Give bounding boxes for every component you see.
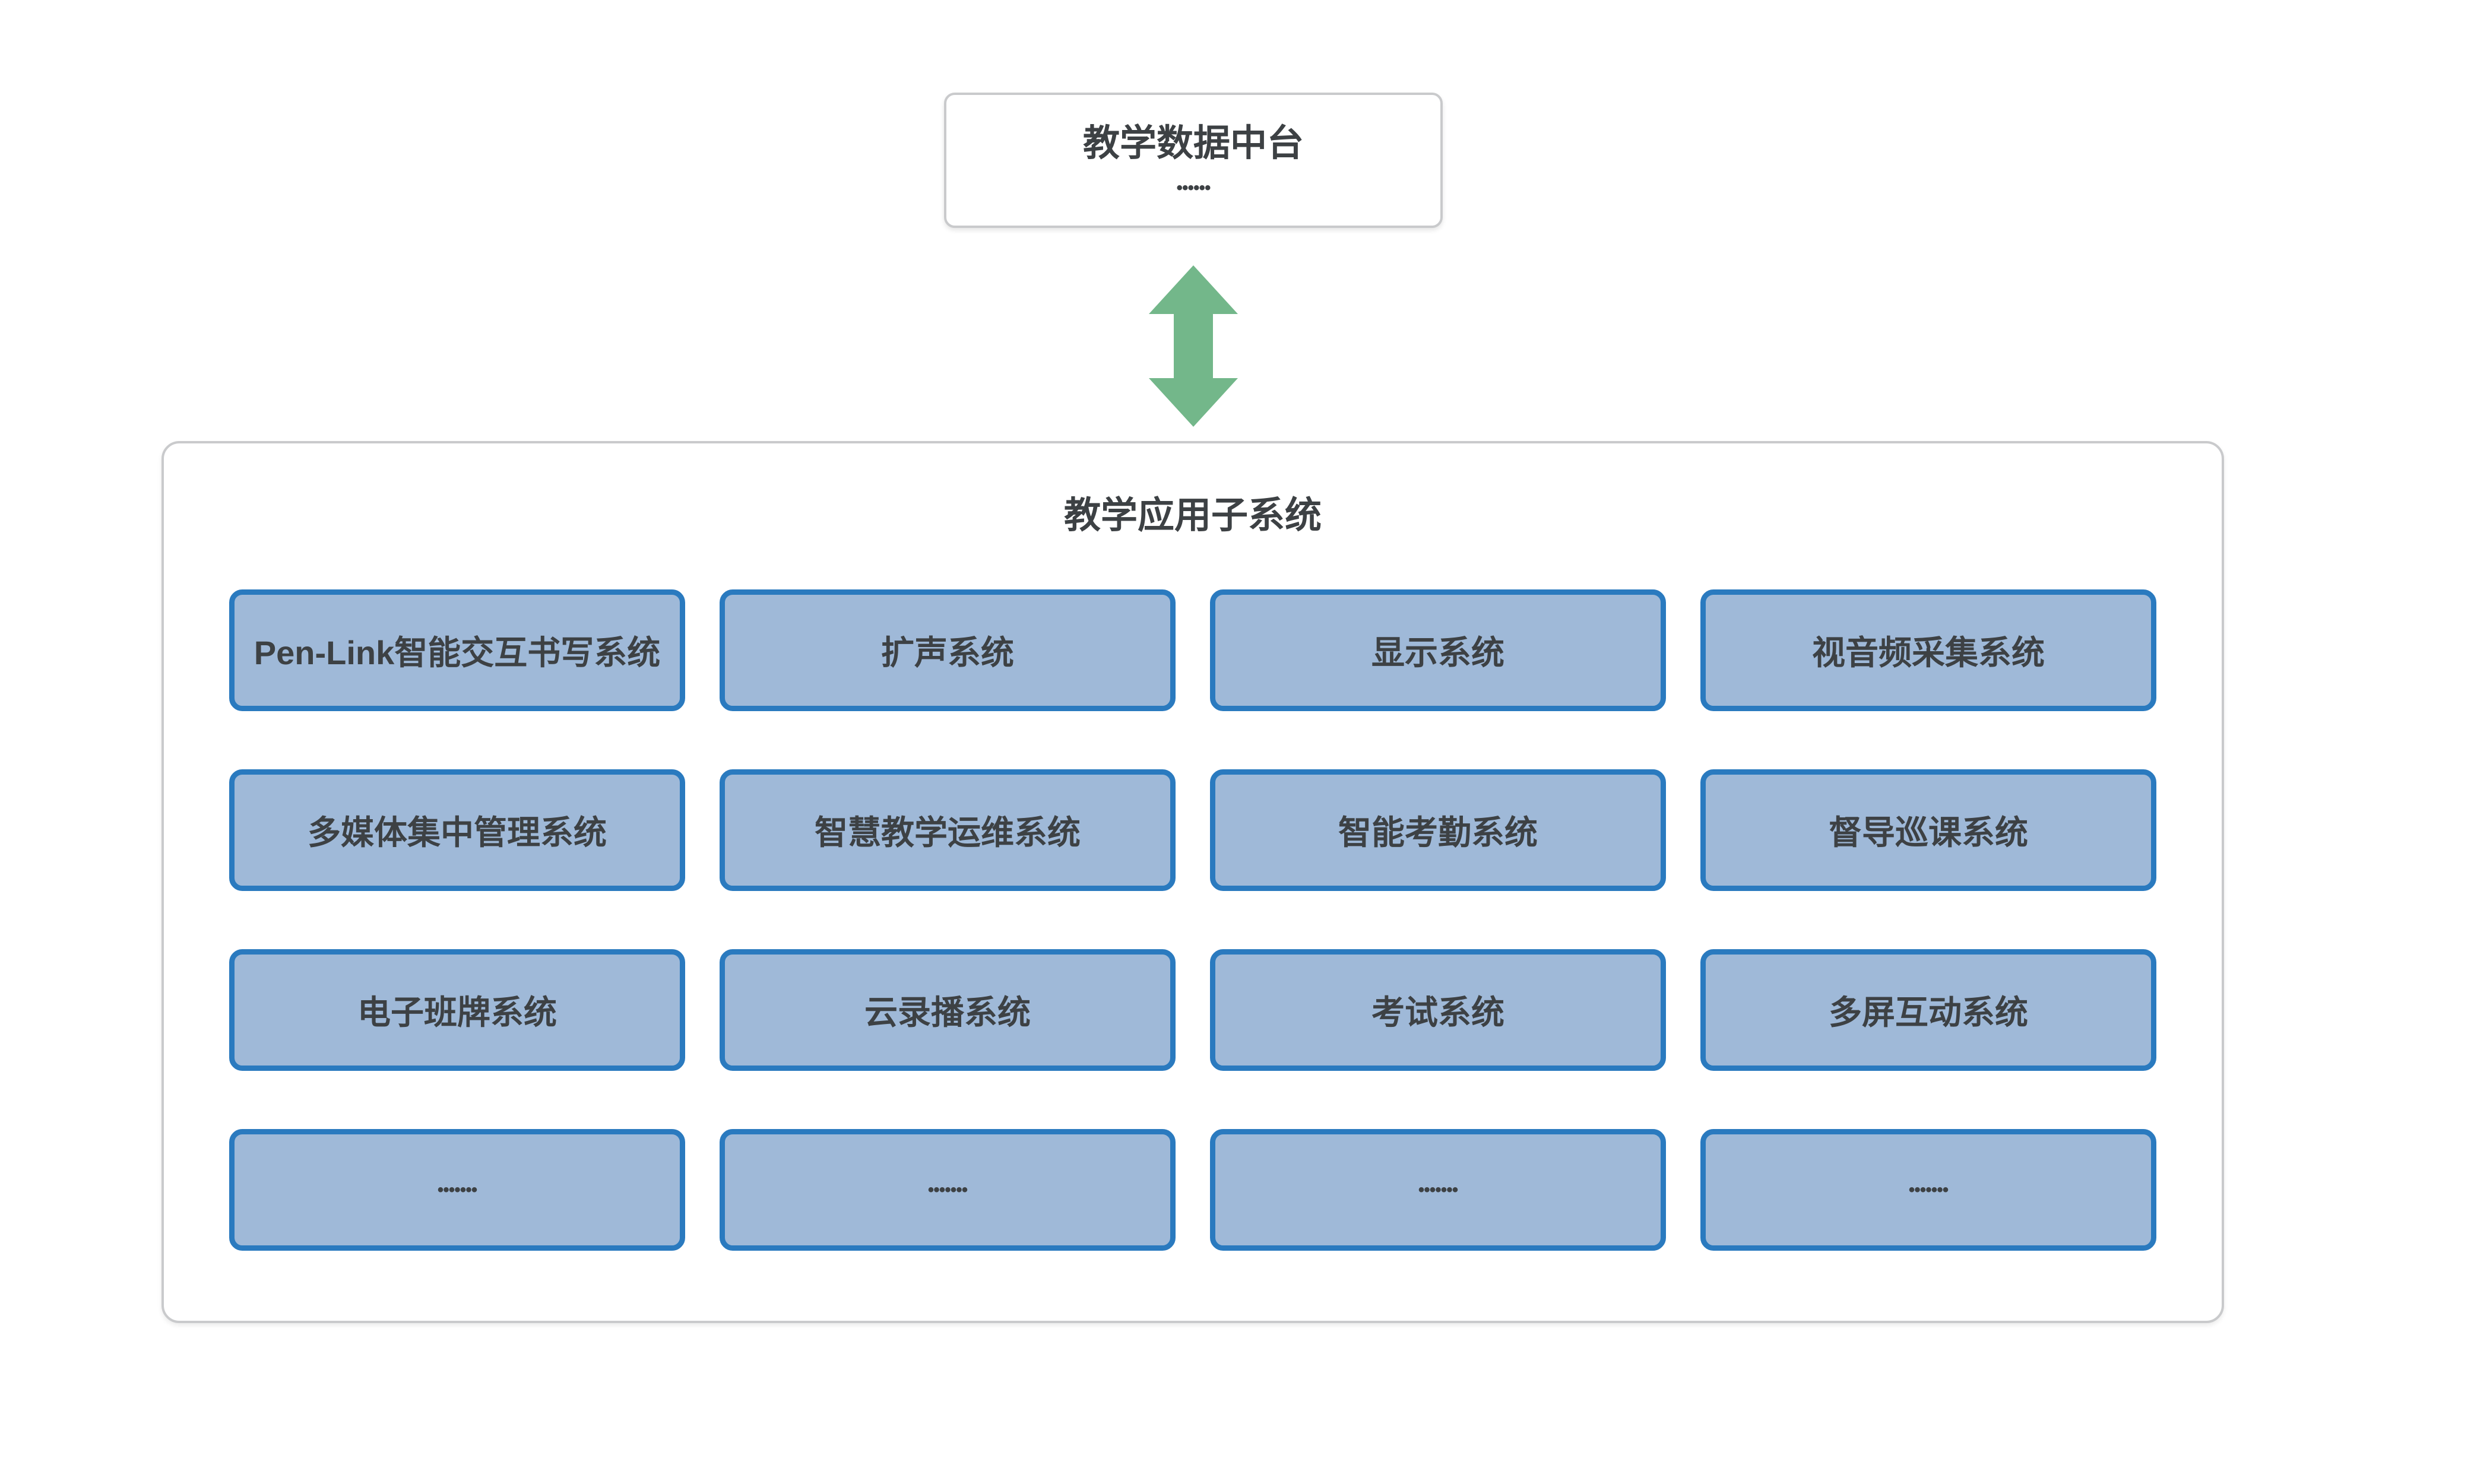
data-platform-dots: •••••• [1176,178,1211,198]
bidirectional-arrow-shape [1149,265,1238,427]
subsystem-box-r1c2: 扩声系统 [720,589,1176,711]
subsystem-box-r2c4: 督导巡课系统 [1700,769,2156,891]
subsystem-panel-title: 教学应用子系统 [1063,495,1322,536]
subsystem-box-r4c1-dots: ••••••• [229,1129,685,1251]
subsystem-box-r4c4-dots: ••••••• [1700,1129,2156,1251]
subsystem-box-r2c1: 多媒体集中管理系统 [229,769,685,891]
subsystem-box-r3c2: 云录播系统 [720,949,1176,1071]
subsystem-box-r2c3: 智能考勤系统 [1210,769,1666,891]
subsystem-box-r1c4: 视音频采集系统 [1700,589,2156,711]
subsystem-panel: 教学应用子系统 Pen-Link智能交互书写系统 扩声系统 显示系统 视音频采集… [161,441,2224,1323]
subsystem-box-r3c4: 多屏互动系统 [1700,949,2156,1071]
subsystem-box-r1c3: 显示系统 [1210,589,1666,711]
subsystem-box-r1c1: Pen-Link智能交互书写系统 [229,589,685,711]
subsystem-box-r3c3: 考试系统 [1210,949,1666,1071]
subsystem-grid: Pen-Link智能交互书写系统 扩声系统 显示系统 视音频采集系统 多媒体集中… [164,589,2222,1251]
subsystem-box-r3c1: 电子班牌系统 [229,949,685,1071]
subsystem-box-r4c2-dots: ••••••• [720,1129,1176,1251]
subsystem-box-r2c2: 智慧教学运维系统 [720,769,1176,891]
bidirectional-arrow-svg [1149,265,1238,427]
subsystem-box-r4c3-dots: ••••••• [1210,1129,1666,1251]
data-platform-title: 教学数据中台 [1082,122,1304,164]
data-platform-box: 教学数据中台 •••••• [944,93,1443,228]
bidirectional-arrow-icon [1149,265,1238,427]
